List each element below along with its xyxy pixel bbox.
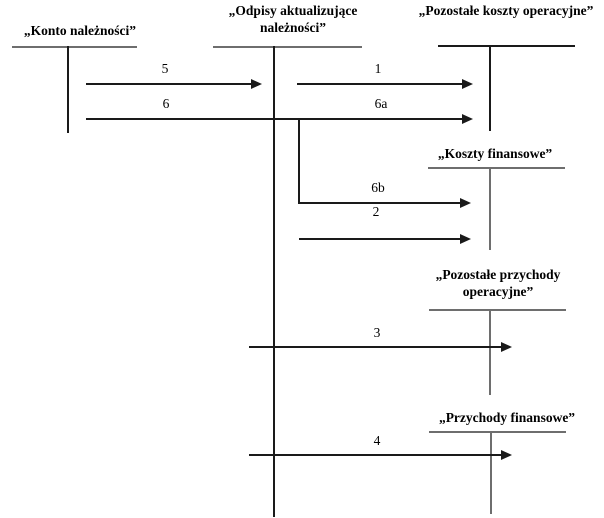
flow-6a-arrowhead-icon: [462, 114, 473, 124]
flow-2-arrow-shaft: [299, 238, 461, 240]
konto-naleznosci-stem-line: [67, 46, 69, 133]
flow-label-2: 2: [372, 204, 380, 219]
flow-label-6a: 6a: [374, 96, 388, 111]
flow-1-arrow-shaft: [297, 83, 463, 85]
account-title-przychody-finansowe: „Przychody finansowe”: [438, 410, 576, 425]
account-title-pozostale-przychody-operacyjne: „Pozostałe przychody operacyjne”: [435, 267, 561, 299]
account-title-koszty-finansowe: „Koszty finansowe”: [437, 146, 553, 161]
account-title-konto-naleznosci: „Konto należności”: [23, 23, 137, 38]
odpisy-top-line: [213, 46, 362, 48]
koszty-finansowe-stem-line: [489, 167, 491, 250]
flow-4-arrowhead-icon: [501, 450, 512, 460]
pozostale-koszty-stem-line: [489, 45, 491, 131]
pozostale-przychody-stem-line: [489, 309, 491, 395]
account-title-odpisy-aktualizujace-naleznosci: „Odpisy aktualizujące należności”: [228, 3, 358, 35]
flow-label-4: 4: [373, 433, 381, 448]
flow-6b-branch-line: [298, 118, 300, 204]
flow-4-arrow-shaft: [249, 454, 502, 456]
flow-6-arrow-shaft: [86, 118, 463, 120]
flow-3-arrow-shaft: [249, 346, 502, 348]
flow-2-arrowhead-icon: [460, 234, 471, 244]
flow-label-6b: 6b: [371, 180, 385, 195]
przychody-finansowe-stem-line: [490, 431, 492, 514]
flow-1-arrowhead-icon: [462, 79, 473, 89]
flow-label-6: 6: [162, 96, 170, 111]
przychody-finansowe-top-line: [429, 431, 566, 433]
pozostale-przychody-top-line: [429, 309, 566, 311]
flow-3-arrowhead-icon: [501, 342, 512, 352]
flow-6b-arrow-shaft: [298, 202, 461, 204]
flow-label-5: 5: [161, 61, 169, 76]
account-title-pozostale-koszty-operacyjne: „Pozostałe koszty operacyjne”: [418, 3, 594, 18]
flow-5-arrow-shaft: [86, 83, 252, 85]
flow-6b-arrowhead-icon: [460, 198, 471, 208]
koszty-finansowe-top-line: [428, 167, 565, 169]
flow-label-1: 1: [374, 61, 382, 76]
pozostale-koszty-top-line: [438, 45, 575, 47]
flow-label-3: 3: [373, 325, 381, 340]
konto-naleznosci-top-line: [12, 46, 137, 48]
flow-5-arrowhead-icon: [251, 79, 262, 89]
odpisy-stem-line: [273, 46, 275, 517]
